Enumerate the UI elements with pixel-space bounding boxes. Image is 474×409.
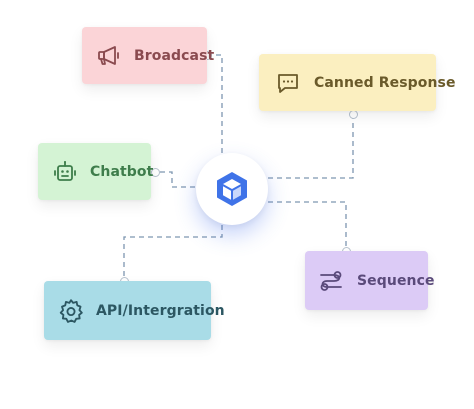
gear-icon	[58, 298, 84, 324]
broadcast-label: Broadcast	[134, 47, 215, 64]
robot-icon	[52, 159, 78, 185]
chatbot-label: Chatbot	[90, 163, 154, 180]
api-integration-label: API/Intergration	[96, 302, 225, 319]
chatbot-card[interactable]: Chatbot	[38, 143, 154, 200]
connector-sequence	[268, 201, 347, 251]
cube-logo-icon	[212, 169, 252, 209]
sequence-flow-icon	[317, 267, 345, 295]
broadcast-card[interactable]: Broadcast	[82, 27, 214, 84]
megaphone-icon	[96, 43, 122, 69]
hub-node	[196, 153, 268, 225]
sequence-label: Sequence	[357, 272, 435, 289]
canned-response-card[interactable]: Canned Response	[259, 54, 455, 111]
sequence-card[interactable]: Sequence	[305, 251, 435, 310]
canned-response-label: Canned Response	[314, 74, 456, 91]
connector-dot-chatbot	[150, 167, 160, 177]
api-integration-card[interactable]: API/Intergration	[44, 281, 225, 340]
connector-broadcast	[207, 54, 223, 153]
connector-canned-response	[268, 114, 354, 179]
connector-api-integration	[123, 225, 223, 281]
chat-dots-icon	[275, 70, 301, 96]
